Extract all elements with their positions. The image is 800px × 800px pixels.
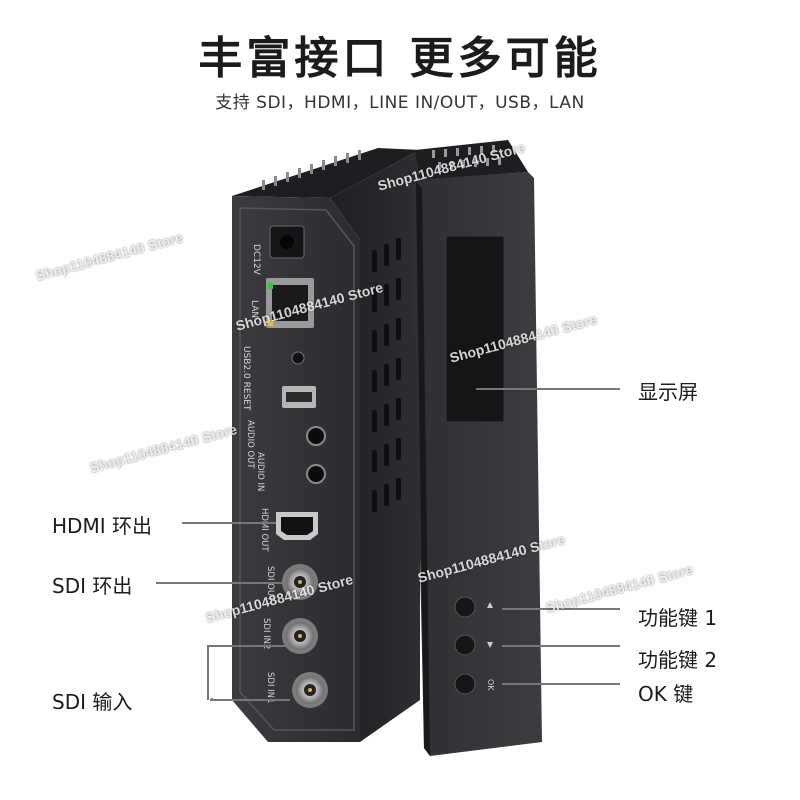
ok-text: OK — [486, 679, 495, 691]
leader-lines — [156, 388, 620, 701]
lan-text: LAN — [249, 300, 259, 318]
label-ok-key: OK 键 — [638, 682, 694, 706]
function-key-1 — [454, 596, 493, 618]
top-vent-left — [262, 150, 361, 190]
bnc-sdi-in2 — [282, 618, 318, 654]
reset-button — [291, 351, 305, 365]
ok-key: OK — [454, 673, 495, 695]
left-device-front — [232, 196, 360, 742]
left-device-top — [232, 148, 420, 198]
audio-out-jack — [306, 426, 326, 446]
sdi-out-text: SDI OUT — [265, 566, 275, 602]
bnc-sdi-out — [282, 564, 318, 600]
audio-in-text: AUDIO IN — [255, 452, 265, 491]
function-key-2 — [454, 634, 493, 656]
dc12v-text: DC12V — [251, 244, 261, 276]
port-panel-inset — [239, 207, 355, 731]
right-device-top — [415, 140, 528, 180]
display-screen — [445, 235, 505, 423]
label-func-key-2: 功能键 2 — [638, 648, 718, 672]
label-func-key-1: 功能键 1 — [638, 606, 718, 630]
side-vents — [372, 238, 401, 512]
sdi-in1-text: SDI IN1 — [265, 672, 275, 703]
bnc-sdi-in1 — [292, 672, 328, 708]
top-vent-right — [432, 145, 501, 170]
page-subtitle: 支持 SDI，HDMI，LINE IN/OUT，USB，LAN — [215, 93, 585, 113]
hdmi-out-text: HDMI OUT — [259, 508, 269, 552]
label-hdmi-out: HDMI 环出 — [52, 514, 152, 538]
sdi-in2-text: SDI IN2 — [261, 618, 271, 649]
label-sdi-in: SDI 输入 — [52, 690, 133, 714]
usb-reset-text: USB2.0 RESET — [241, 346, 251, 411]
page-title: 丰富接口 更多可能 — [198, 33, 602, 84]
label-display: 显示屏 — [638, 380, 698, 404]
audio-out-text: AUDIO OUT — [245, 420, 255, 469]
audio-in-jack — [306, 464, 326, 484]
label-sdi-out: SDI 环出 — [52, 574, 133, 598]
